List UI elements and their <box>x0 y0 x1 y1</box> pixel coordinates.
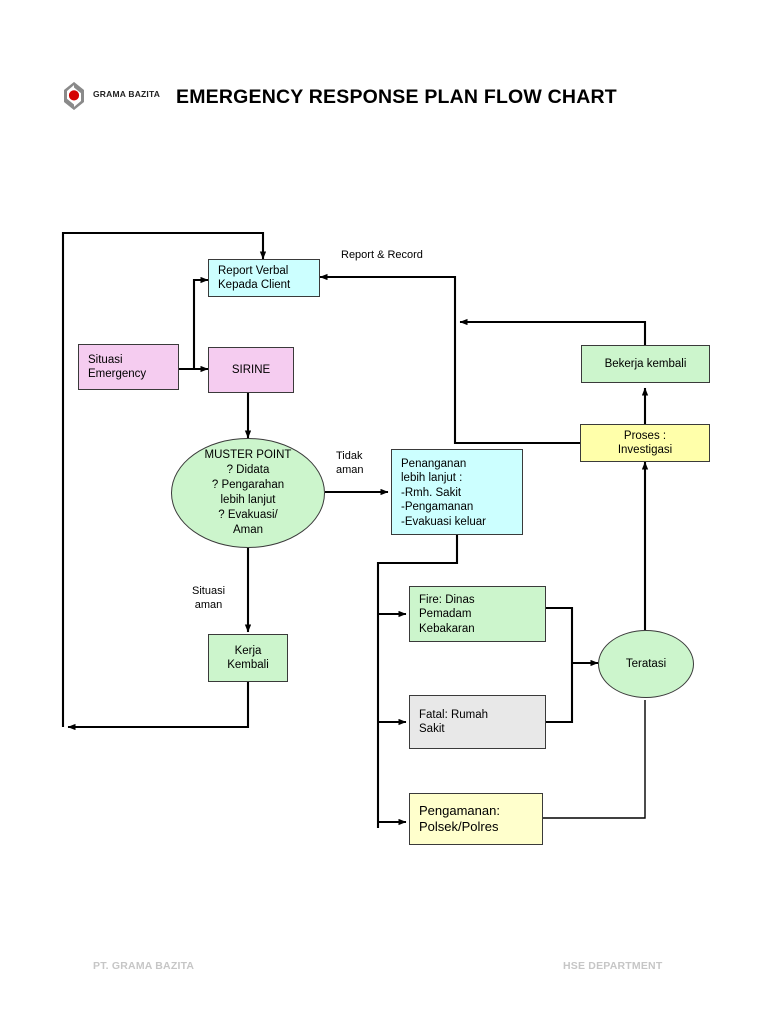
logo-wordmark: GRAMA BAZITA <box>93 89 161 99</box>
edge-proses-to-report-verbal <box>319 273 580 445</box>
edge-label-report-record: Report & Record <box>341 249 423 261</box>
grama-bazita-diamond-logo-icon <box>64 82 84 110</box>
node-situasi-emergency[interactable]: Situasi Emergency <box>78 344 179 390</box>
node-penanganan[interactable]: Penanganan lebih lanjut : -Rmh. Sakit -P… <box>391 449 523 535</box>
edge-penanganan-down-bus <box>376 535 459 828</box>
edge-label-situasi-aman: Situasi aman <box>192 585 226 611</box>
node-penanganan-label: Penanganan lebih lanjut : -Rmh. Sakit -P… <box>401 458 487 528</box>
node-proses-investigasi[interactable]: Proses : Investigasi <box>580 424 710 462</box>
edge-bekerja-to-trunk <box>459 318 647 345</box>
footer-company-name: PT. GRAMA BAZITA <box>93 960 195 972</box>
edge-pengamanan-to-right-bus <box>543 700 646 819</box>
node-fatal-rumah[interactable]: Fatal: Rumah Sakit <box>409 695 546 749</box>
footer-department: HSE DEPARTMENT <box>563 960 663 972</box>
node-bekerja-kembali-label: Bekerja kembali <box>604 357 687 370</box>
node-muster-point-label: MUSTER POINT ? Didata ? Pengarahan lebih… <box>204 449 292 536</box>
document-header: GRAMA BAZITA EMERGENCY RESPONSE PLAN FLO… <box>0 0 768 140</box>
edge-label-tidak-aman: Tidak aman <box>336 450 364 476</box>
node-muster-point[interactable]: MUSTER POINT ? Didata ? Pengarahan lebih… <box>171 438 325 548</box>
node-report-verbal-label: Report Verbal Kepada Client <box>218 264 291 291</box>
node-sirine[interactable]: SIRINE <box>208 347 294 393</box>
node-fire-dinas[interactable]: Fire: Dinas Pemadam Kebakaran <box>409 586 546 642</box>
node-fire-dinas-label: Fire: Dinas Pemadam Kebakaran <box>419 594 475 635</box>
node-kerja-kembali-label: Kerja Kembali <box>227 644 269 671</box>
edge-kerja-kembali-to-left-bus <box>67 682 250 731</box>
document-footer: PT. GRAMA BAZITA HSE DEPARTMENT <box>0 960 768 990</box>
node-teratasi[interactable]: Teratasi <box>598 630 694 698</box>
node-fatal-rumah-label: Fatal: Rumah Sakit <box>419 708 489 735</box>
node-bekerja-kembali[interactable]: Bekerja kembali <box>581 345 710 383</box>
edge-left-bus-to-report-verbal <box>61 231 267 727</box>
node-pengamanan-label: Pengamanan: Polsek/Polres <box>419 802 500 834</box>
node-sirine-label: SIRINE <box>231 363 271 376</box>
node-teratasi-label: Teratasi <box>625 657 667 670</box>
node-proses-investigasi-label: Proses : Investigasi <box>617 429 673 456</box>
company-logo: GRAMA BAZITA <box>60 82 160 110</box>
node-situasi-emergency-label: Situasi Emergency <box>88 353 147 380</box>
page-title: EMERGENCY RESPONSE PLAN FLOW CHART <box>176 86 617 108</box>
node-pengamanan[interactable]: Pengamanan: Polsek/Polres <box>409 793 543 845</box>
edge-situasi-to-report-verbal <box>192 276 209 369</box>
node-report-verbal[interactable]: Report Verbal Kepada Client <box>208 259 320 297</box>
node-kerja-kembali[interactable]: Kerja Kembali <box>208 634 288 682</box>
edge-fire-fatal-right-bus <box>546 606 574 724</box>
